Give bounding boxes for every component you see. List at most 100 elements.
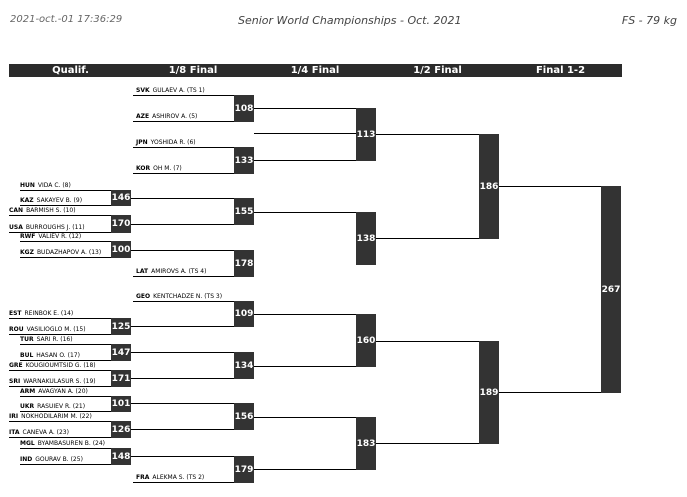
country-code: ITA xyxy=(9,429,20,436)
bout-number-box[interactable]: 134 xyxy=(234,352,254,379)
wrestler-name: GOURAV B. (25) xyxy=(35,456,83,463)
bout-number-box[interactable]: 155 xyxy=(234,198,254,225)
country-code: GEO xyxy=(136,293,151,300)
wrestler-name: YOSHIDA R. (6) xyxy=(150,139,196,146)
bracket-line xyxy=(9,232,111,233)
bout-number-box[interactable]: 183 xyxy=(356,417,376,470)
bout-number-box[interactable]: 170 xyxy=(111,215,131,233)
wrestler-name: REINBOK E. (14) xyxy=(24,310,74,317)
bracket-line xyxy=(376,443,479,444)
bout-number-box[interactable]: 100 xyxy=(111,241,131,258)
bout-number-box[interactable]: 267 xyxy=(601,186,621,393)
bracket-line xyxy=(133,95,234,96)
bout-number-box[interactable]: 138 xyxy=(356,212,376,265)
country-code: AZE xyxy=(136,113,150,120)
wrestler-name: SAKAYEV B. (9) xyxy=(36,197,83,204)
bracket-line xyxy=(9,386,111,387)
country-code: TUR xyxy=(20,336,34,343)
bracket-line xyxy=(9,334,111,335)
bout-number-box[interactable]: 156 xyxy=(234,403,254,430)
bracket-line xyxy=(376,134,479,135)
bracket-line xyxy=(9,215,111,216)
wrestler-name: BURROUGHS J. (11) xyxy=(25,224,85,231)
bout-number-box[interactable]: 108 xyxy=(234,95,254,122)
bout-number-box[interactable]: 160 xyxy=(356,314,376,367)
bracket-line xyxy=(9,318,111,319)
bout-number-box[interactable]: 101 xyxy=(111,396,131,412)
wrestler-name: NOKHODILARIM M. (22) xyxy=(21,413,92,420)
bout-number-box[interactable]: 133 xyxy=(234,147,254,174)
country-code: IRI xyxy=(9,413,19,420)
bracket-line xyxy=(254,314,356,315)
bracket-line xyxy=(131,326,234,327)
bout-number-box[interactable]: 125 xyxy=(111,318,131,335)
country-code: UKR xyxy=(20,403,35,410)
country-code: RWF xyxy=(20,233,36,240)
bout-number-box[interactable]: 113 xyxy=(356,108,376,161)
bout-number-box[interactable]: 148 xyxy=(111,448,131,465)
wrestler-name: HASAN O. (17) xyxy=(36,352,80,359)
bout-number-box[interactable]: 186 xyxy=(479,134,499,239)
wrestler-name: VASILIOGLO M. (15) xyxy=(26,326,86,333)
wrestler-name: GULAEV A. (TS 1) xyxy=(152,87,205,94)
country-code: SRI xyxy=(9,378,21,385)
wrestler-name: SARI R. (16) xyxy=(36,336,73,343)
country-code: CAN xyxy=(9,207,24,214)
bout-number-box[interactable]: 179 xyxy=(234,456,254,483)
bracket-line xyxy=(254,417,356,418)
bracket-line xyxy=(131,352,234,353)
bracket-line xyxy=(20,257,111,258)
bout-number-box[interactable]: 109 xyxy=(234,301,254,327)
bracket-line xyxy=(254,160,356,161)
bracket-line xyxy=(131,198,234,199)
bracket-line xyxy=(133,482,234,483)
bout-number-box[interactable]: 178 xyxy=(234,250,254,277)
round-header-bar: Qualif. 1/8 Final 1/4 Final 1/2 Final Fi… xyxy=(9,64,622,77)
bout-number-box[interactable]: 171 xyxy=(111,370,131,387)
bout-number-box[interactable]: 126 xyxy=(111,421,131,438)
bout-number-box[interactable]: 189 xyxy=(479,341,499,444)
bracket-line xyxy=(133,276,234,277)
wrestler-name: WARNAKULASUR S. (19) xyxy=(23,378,96,385)
country-code: KGZ xyxy=(20,249,34,256)
bracket-line xyxy=(9,437,111,438)
bout-number-box[interactable]: 147 xyxy=(111,344,131,361)
bout-number-box[interactable]: 146 xyxy=(111,190,131,206)
wrestler-name: BYAMBASUREN B. (24) xyxy=(37,440,106,447)
country-code: FRA xyxy=(136,474,150,481)
wrestler-name: KOUGIOUMTSID G. (18) xyxy=(25,362,96,369)
country-code: IND xyxy=(20,456,33,463)
bracket-line xyxy=(20,344,111,345)
bracket-line xyxy=(499,186,601,187)
bracket-line xyxy=(20,464,111,465)
bracket-line xyxy=(9,370,111,371)
country-code: GRE xyxy=(9,362,23,369)
column-semi-final: 1/2 Final xyxy=(413,65,462,76)
country-code: SVK xyxy=(136,87,150,94)
